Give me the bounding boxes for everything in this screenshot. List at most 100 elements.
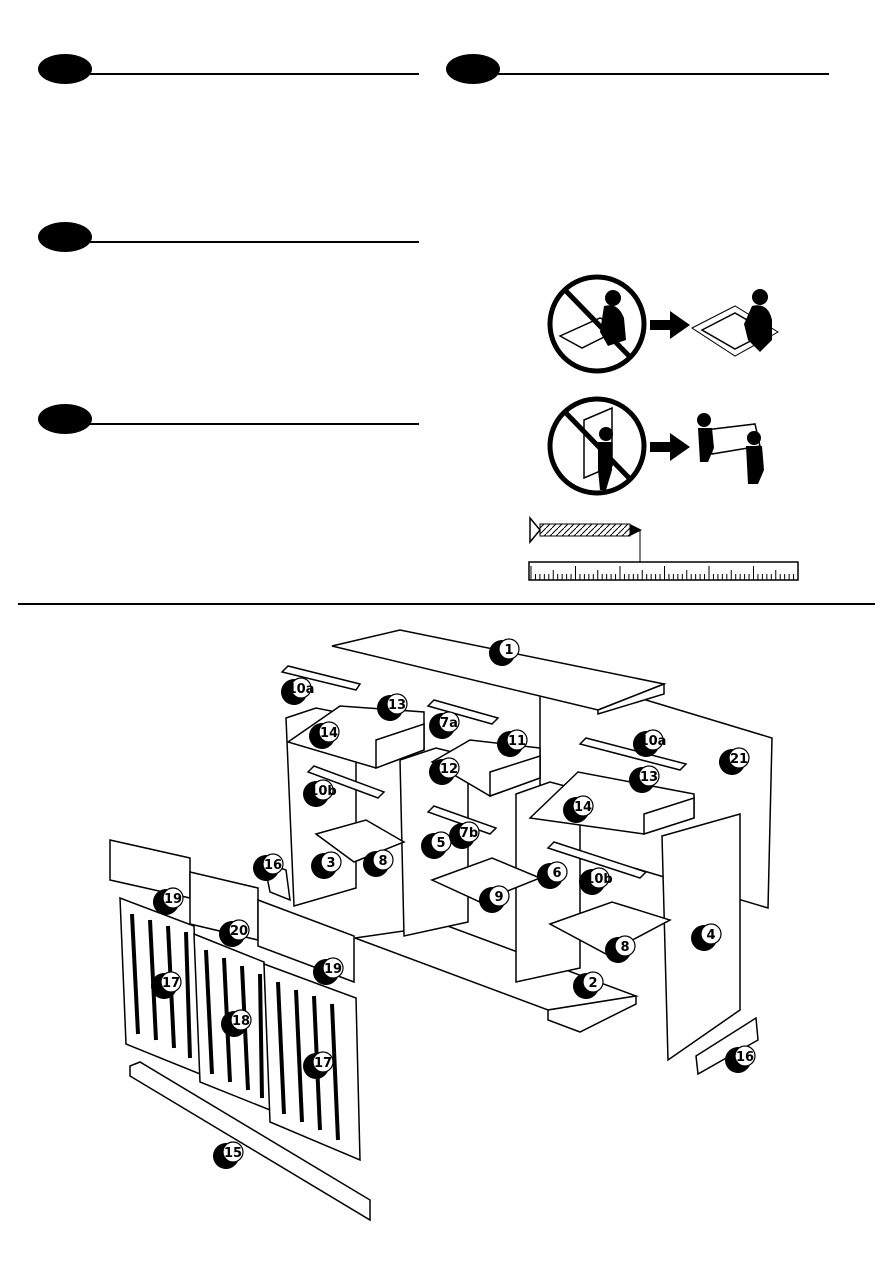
part-number: 19 bbox=[164, 892, 182, 907]
part-callout-8a: 8 bbox=[363, 849, 394, 877]
callout-circle bbox=[312, 1051, 334, 1073]
section-rule bbox=[86, 241, 419, 243]
part-callout-16b: 16 bbox=[725, 1045, 756, 1073]
callout-circle bbox=[318, 721, 340, 743]
part-callout-11: 11 bbox=[497, 729, 528, 757]
callout-circle bbox=[386, 693, 408, 715]
callout-circle bbox=[372, 849, 394, 871]
part-number: 13 bbox=[388, 698, 406, 713]
part-number: 13 bbox=[640, 770, 658, 785]
part-number: 12 bbox=[440, 762, 458, 777]
part-callouts: 1234567a7b88910a10a10b10b111213131414151… bbox=[151, 638, 756, 1169]
part-number: 6 bbox=[552, 866, 561, 881]
part-number: 9 bbox=[494, 890, 503, 905]
part-number: 16 bbox=[736, 1050, 754, 1065]
callout-circle bbox=[438, 711, 460, 733]
callout-circle bbox=[162, 887, 184, 909]
part-callout-3: 3 bbox=[311, 851, 342, 879]
part-number: 3 bbox=[326, 856, 335, 871]
screw-length-icon bbox=[529, 515, 642, 565]
part-callout-19a: 19 bbox=[153, 887, 184, 915]
part-callout-4: 4 bbox=[691, 923, 722, 951]
part-number: 14 bbox=[574, 800, 592, 815]
part-callout-17a: 17 bbox=[151, 971, 182, 999]
section-rule bbox=[494, 73, 829, 75]
callout-circle bbox=[228, 919, 250, 941]
part-number: 17 bbox=[162, 976, 180, 991]
part-callout-10a_right: 10a bbox=[633, 729, 667, 757]
section-rule bbox=[86, 423, 419, 425]
part-number: 10a bbox=[288, 682, 315, 697]
part-callout-10b_right: 10b bbox=[579, 867, 613, 895]
part-callout-9: 9 bbox=[479, 885, 510, 913]
part-callout-20: 20 bbox=[219, 919, 250, 947]
section-marker bbox=[38, 404, 92, 434]
part-callout-7a: 7a bbox=[429, 711, 460, 739]
part-number: 20 bbox=[230, 924, 248, 939]
callout-circle bbox=[506, 729, 528, 751]
part-number: 15 bbox=[224, 1146, 242, 1161]
section-marker bbox=[38, 222, 92, 252]
part-callout-17b: 17 bbox=[303, 1051, 334, 1079]
callout-circle bbox=[290, 677, 312, 699]
cabinet-exploded-view bbox=[109, 629, 773, 1222]
callout-circle bbox=[498, 638, 520, 660]
part-callout-16a: 16 bbox=[253, 853, 284, 881]
callout-circle bbox=[588, 867, 610, 889]
callout-circle bbox=[546, 861, 568, 883]
part-callout-12: 12 bbox=[429, 757, 460, 785]
part-callout-13b: 13 bbox=[629, 765, 660, 793]
callout-circle bbox=[728, 747, 750, 769]
callout-circle bbox=[734, 1045, 756, 1067]
part-callout-13a: 13 bbox=[377, 693, 408, 721]
part-callout-2: 2 bbox=[573, 971, 604, 999]
callout-circle bbox=[322, 957, 344, 979]
callout-circle bbox=[262, 853, 284, 875]
part-number: 8 bbox=[378, 854, 387, 869]
callout-circle bbox=[700, 923, 722, 945]
part-number: 5 bbox=[436, 836, 445, 851]
section-marker bbox=[446, 54, 500, 84]
part-number: 8 bbox=[620, 940, 629, 955]
section-rule bbox=[86, 73, 419, 75]
part-callout-19b: 19 bbox=[313, 957, 344, 985]
part-number: 10b bbox=[585, 872, 612, 887]
part-number: 10a bbox=[640, 734, 667, 749]
part-callout-18: 18 bbox=[221, 1009, 252, 1037]
part-callout-5: 5 bbox=[421, 831, 452, 859]
part-callout-14b: 14 bbox=[563, 795, 594, 823]
part-number: 4 bbox=[706, 928, 715, 943]
part-number: 11 bbox=[508, 734, 526, 749]
part-number: 18 bbox=[232, 1014, 250, 1029]
part-callout-1: 1 bbox=[489, 638, 520, 666]
no-lifting-alone-icon bbox=[547, 396, 764, 496]
part-callout-21: 21 bbox=[719, 747, 750, 775]
part-callout-8b: 8 bbox=[605, 935, 636, 963]
callout-circle bbox=[438, 757, 460, 779]
callout-circle bbox=[458, 821, 480, 843]
callout-circle bbox=[222, 1141, 244, 1163]
part-number: 17 bbox=[314, 1056, 332, 1071]
part-number: 2 bbox=[588, 976, 597, 991]
part-callout-15: 15 bbox=[213, 1141, 244, 1169]
callout-circle bbox=[488, 885, 510, 907]
callout-circle bbox=[572, 795, 594, 817]
part-number: 19 bbox=[324, 962, 342, 977]
callout-circle bbox=[638, 765, 660, 787]
part-number: 7a bbox=[440, 716, 458, 731]
callout-circle bbox=[312, 779, 334, 801]
callout-circle bbox=[614, 935, 636, 957]
callout-circle bbox=[642, 729, 664, 751]
callout-circle bbox=[230, 1009, 252, 1031]
callout-circle bbox=[582, 971, 604, 993]
part-number: 1 bbox=[504, 643, 513, 658]
part-callout-6: 6 bbox=[537, 861, 568, 889]
part-number: 7b bbox=[460, 826, 478, 841]
part-callout-14a: 14 bbox=[309, 721, 340, 749]
section-marker bbox=[38, 54, 92, 84]
part-number: 14 bbox=[320, 726, 338, 741]
ruler-icon bbox=[528, 561, 799, 581]
part-number: 21 bbox=[730, 752, 748, 767]
part-number: 10b bbox=[309, 784, 336, 799]
